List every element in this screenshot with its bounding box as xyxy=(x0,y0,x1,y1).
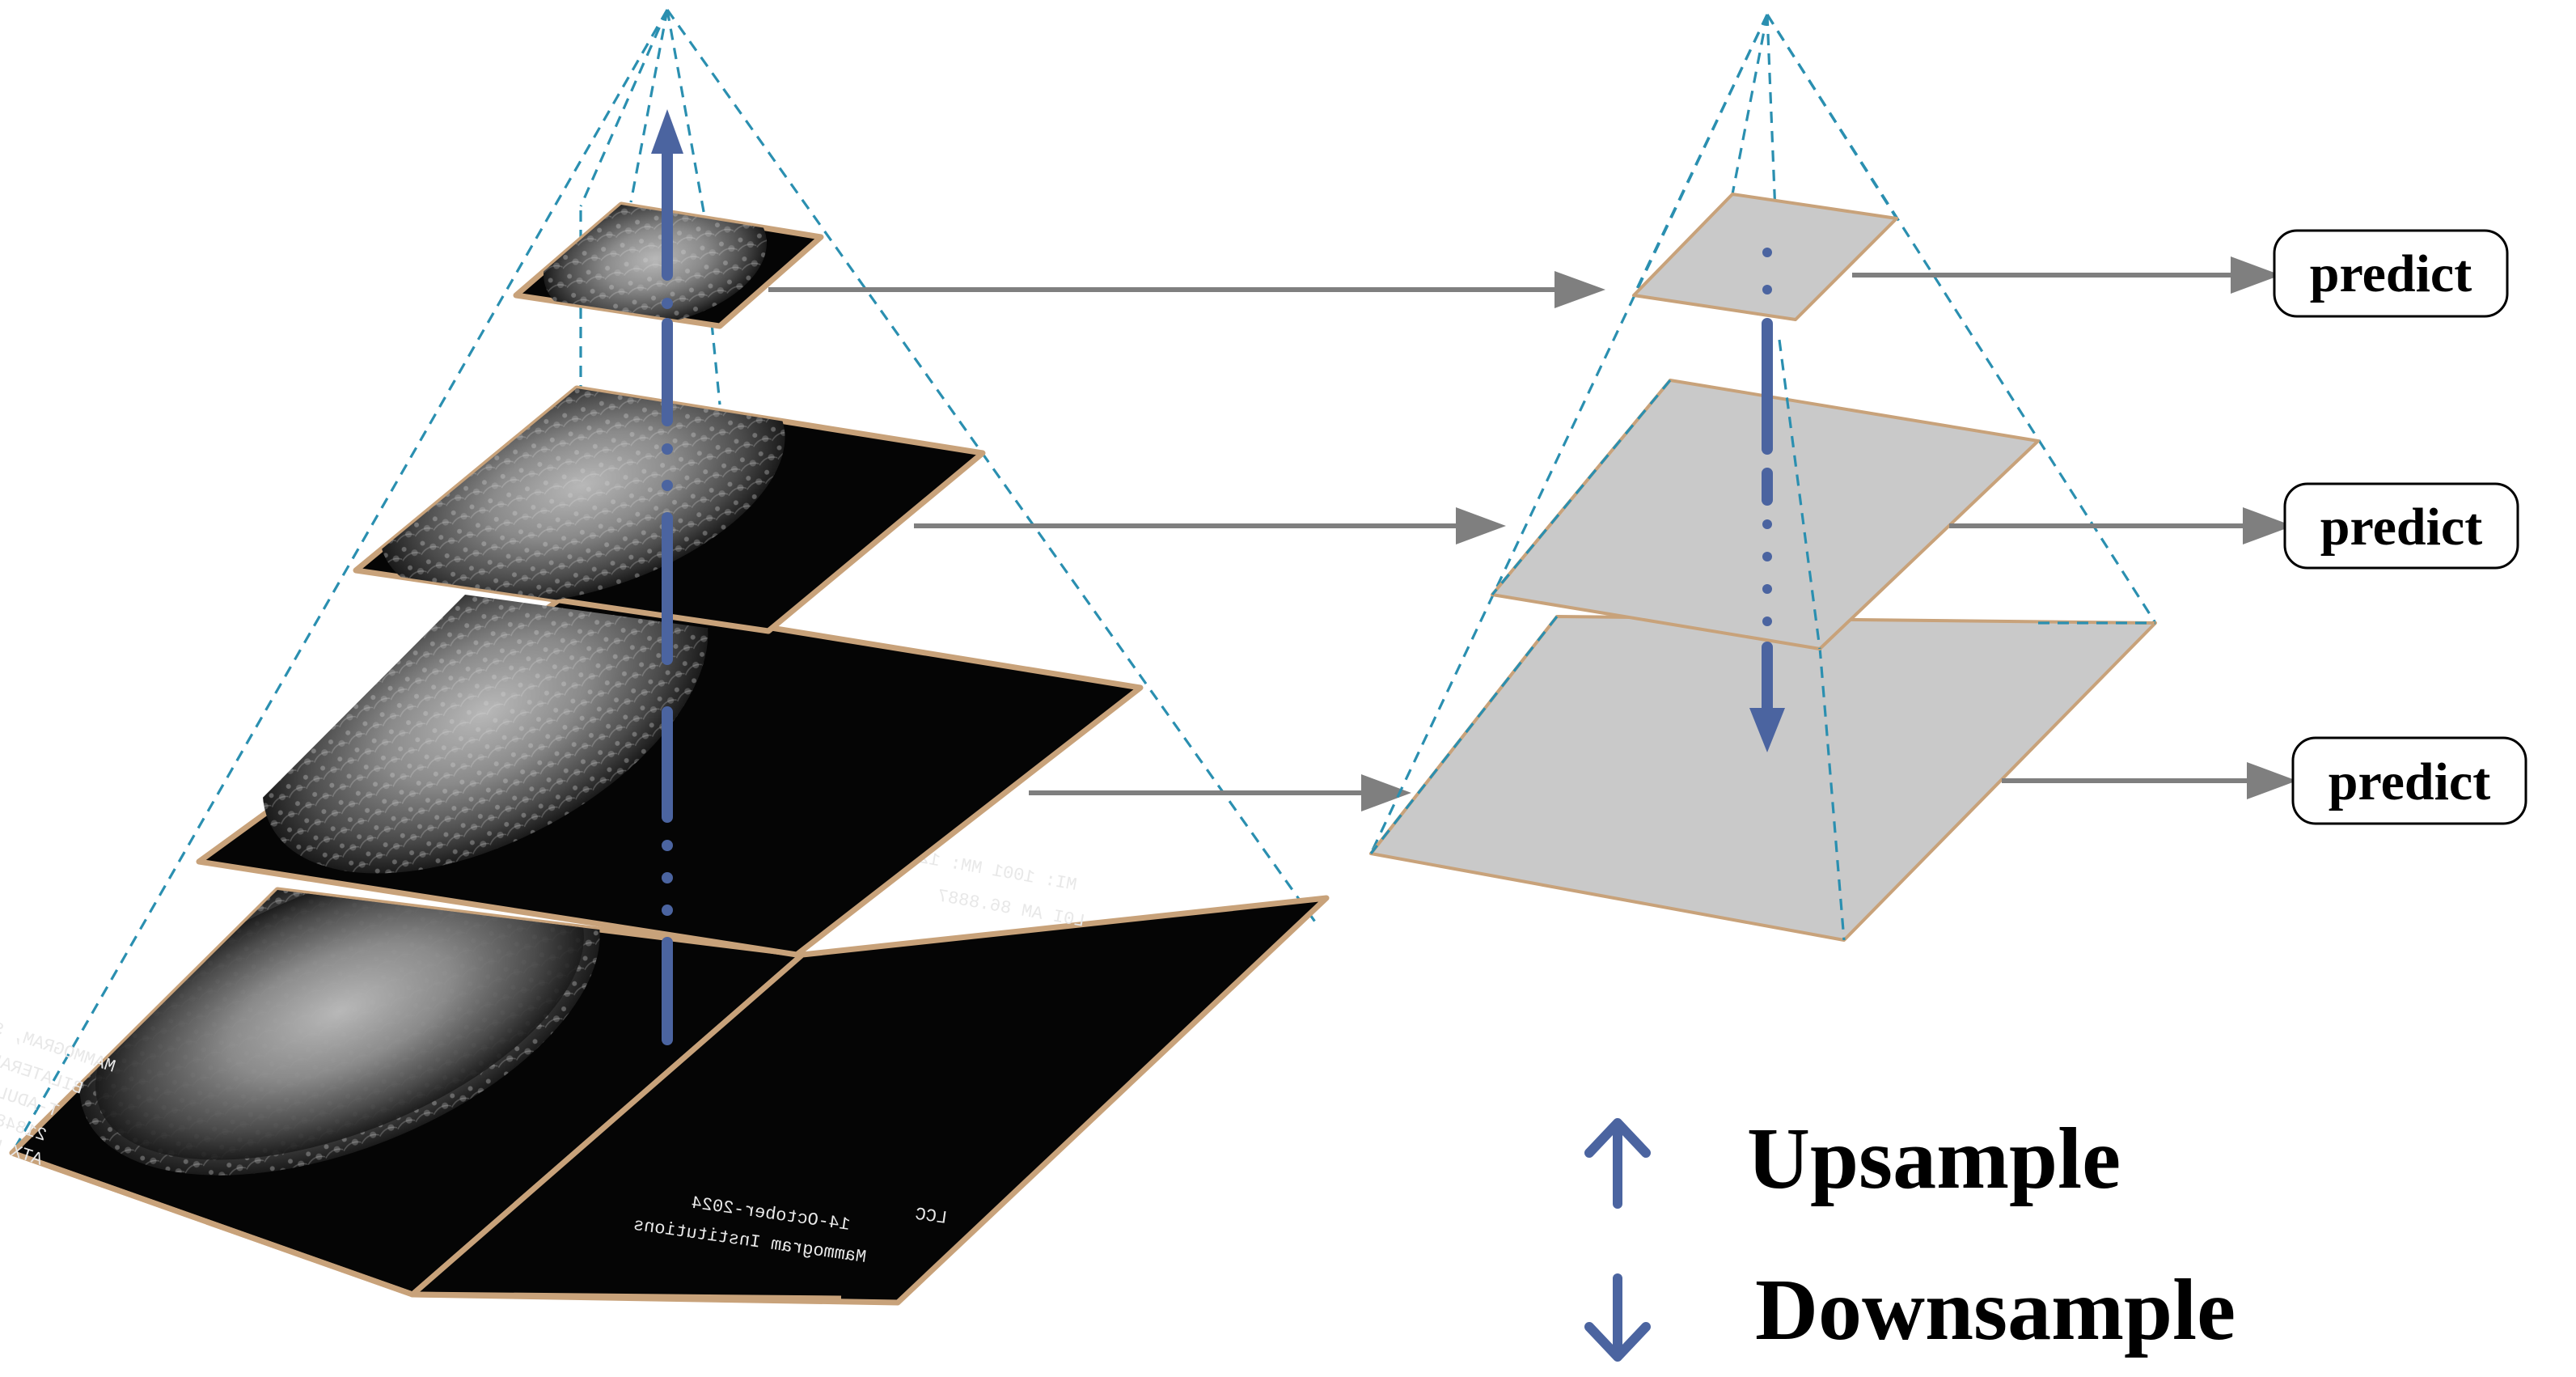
legend-upsample-label: Upsample xyxy=(1747,1111,2121,1207)
predict-arrows xyxy=(1852,256,2297,799)
feature-map-level-3 xyxy=(1369,615,2157,942)
predict-label-2: predict xyxy=(2320,498,2482,557)
legend-downsample-label: Downsample xyxy=(1755,1262,2235,1358)
feature-map-level-1 xyxy=(1632,193,1898,321)
predict-box-1: predict xyxy=(2273,229,2509,318)
predict-label-1: predict xyxy=(2310,244,2472,303)
left-upsample-arrow xyxy=(651,109,683,1045)
feature-map-level-2 xyxy=(1491,339,2040,650)
predict-label-3: predict xyxy=(2329,752,2490,811)
right-downsample-arrow xyxy=(1749,248,1785,752)
overlay-line-10: LCC xyxy=(914,1205,949,1229)
arrow-down-icon xyxy=(1584,1273,1651,1362)
predict-box-2: predict xyxy=(2283,482,2519,570)
input-image-level-1: ATX HTX UH 2184846081 T-ADULT L-Mammogra… xyxy=(0,844,1330,1306)
lateral-arrows xyxy=(768,271,1605,811)
legend: Upsample Downsample xyxy=(1584,1111,2235,1362)
arrow-up-icon xyxy=(1584,1118,1651,1209)
right-pyramid-guides xyxy=(1369,14,2157,854)
predict-box-3: predict xyxy=(2291,736,2527,825)
